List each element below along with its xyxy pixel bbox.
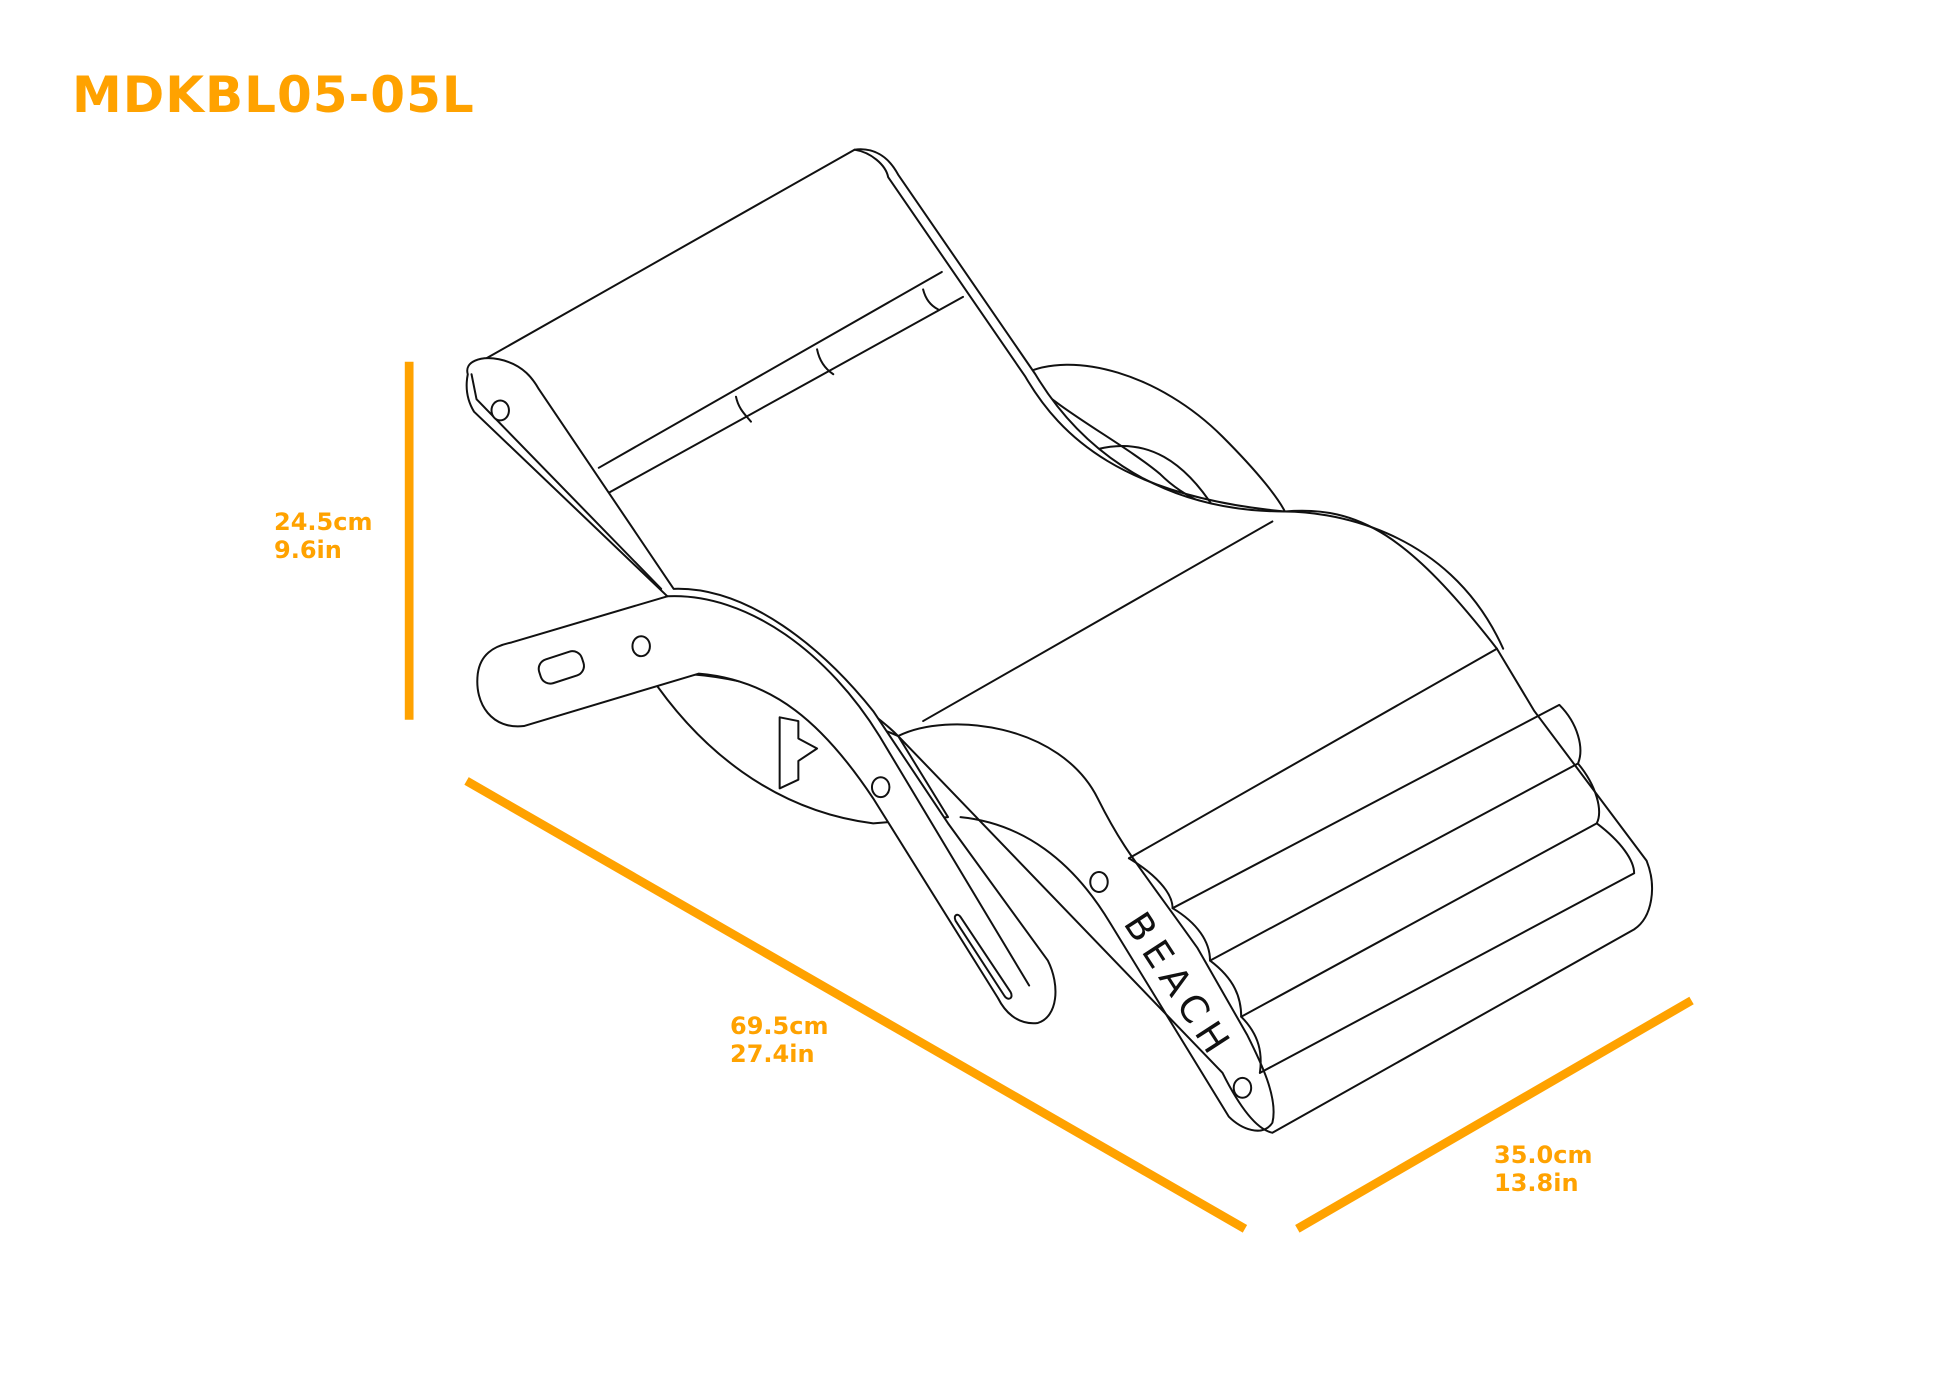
screw-icon bbox=[870, 776, 891, 799]
dimension-lines bbox=[404, 361, 1694, 1233]
screw-icon bbox=[490, 399, 510, 422]
height-cm: 24.5cm bbox=[274, 508, 373, 536]
screw-icon bbox=[1232, 1076, 1253, 1099]
screw-icon bbox=[1089, 871, 1109, 893]
width-dimension-label: 35.0cm 13.8in bbox=[1494, 1141, 1592, 1197]
height-dimension-label: 24.5cm 9.6in bbox=[274, 508, 372, 564]
brand-logo-badge bbox=[537, 650, 585, 685]
height-in: 9.6in bbox=[274, 536, 342, 564]
length-cm: 69.5cm bbox=[730, 1012, 829, 1040]
product-code-title: MDKBL05-05L bbox=[72, 66, 475, 124]
length-dimension-label: 69.5cm 27.4in bbox=[730, 1012, 828, 1068]
width-dimension-line bbox=[1295, 996, 1694, 1233]
screw-icon bbox=[631, 635, 651, 658]
width-cm: 35.0cm bbox=[1494, 1141, 1593, 1169]
length-dimension-line bbox=[464, 777, 1248, 1233]
width-in: 13.8in bbox=[1494, 1169, 1579, 1197]
chair-line-art bbox=[465, 148, 1653, 1134]
length-in: 27.4in bbox=[730, 1040, 815, 1068]
